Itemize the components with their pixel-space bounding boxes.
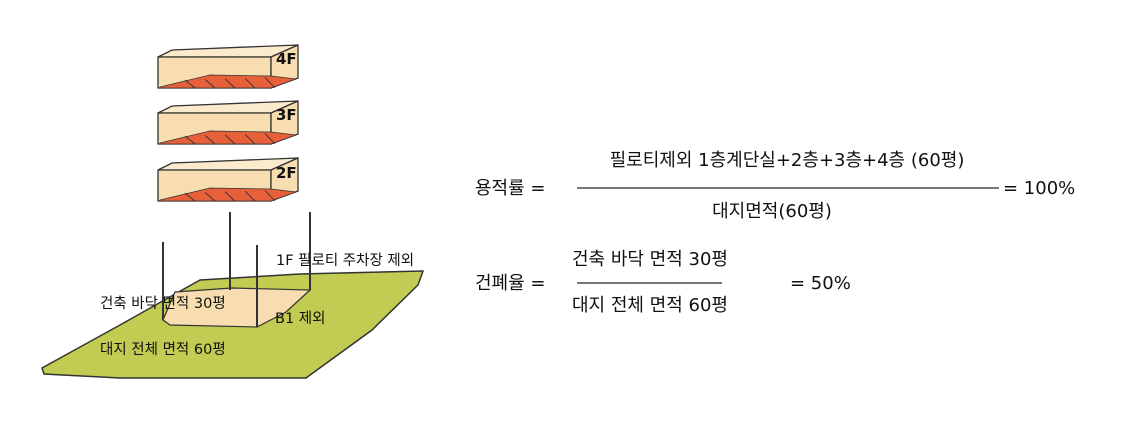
hatch-line [204, 79, 216, 89]
far-label: 용적률 = [475, 178, 546, 199]
bcr-numerator: 건축 바닥 면적 30평 [572, 249, 728, 270]
floor-label-2f: 2F [276, 164, 297, 182]
building-area-label: 건축 바닥 면적 30평 [100, 296, 226, 312]
piloti-label: 1F 필로티 주차장 제외 [276, 253, 415, 269]
hatch-line [224, 191, 236, 202]
hatch-line [244, 190, 256, 202]
hatch-line [264, 190, 276, 202]
hatch-line [184, 79, 196, 89]
hatch-line [264, 133, 276, 145]
bcr-fraction-line [577, 282, 722, 284]
hatch-line [264, 77, 276, 89]
building-footprint [162, 287, 312, 328]
floor-label-4f: 4F [276, 50, 297, 68]
far-result: = 100% [1003, 178, 1076, 199]
bcr-result: = 50% [790, 273, 851, 294]
far-denominator: 대지면적(60평) [712, 201, 832, 222]
bcr-denominator: 대지 전체 면적 60평 [572, 295, 728, 316]
site-area-label: 대지 전체 면적 60평 [100, 342, 226, 358]
hatch-line [204, 135, 216, 145]
hatch-line [204, 192, 216, 202]
hatch-line [184, 192, 196, 202]
bcr-label: 건폐율 = [475, 273, 546, 294]
hatch-line [184, 135, 196, 145]
far-numerator: 필로티제외 1층계단실+2층+3층+4층 (60평) [609, 150, 965, 171]
hatch-line [244, 77, 256, 89]
far-fraction-line [577, 187, 999, 189]
hatch-line [224, 78, 236, 89]
basement-label: B1 제외 [275, 311, 326, 327]
floor-label-3f: 3F [276, 106, 297, 124]
floor-slabs [157, 43, 299, 202]
hatch-line [224, 134, 236, 145]
hatch-line [244, 133, 256, 145]
